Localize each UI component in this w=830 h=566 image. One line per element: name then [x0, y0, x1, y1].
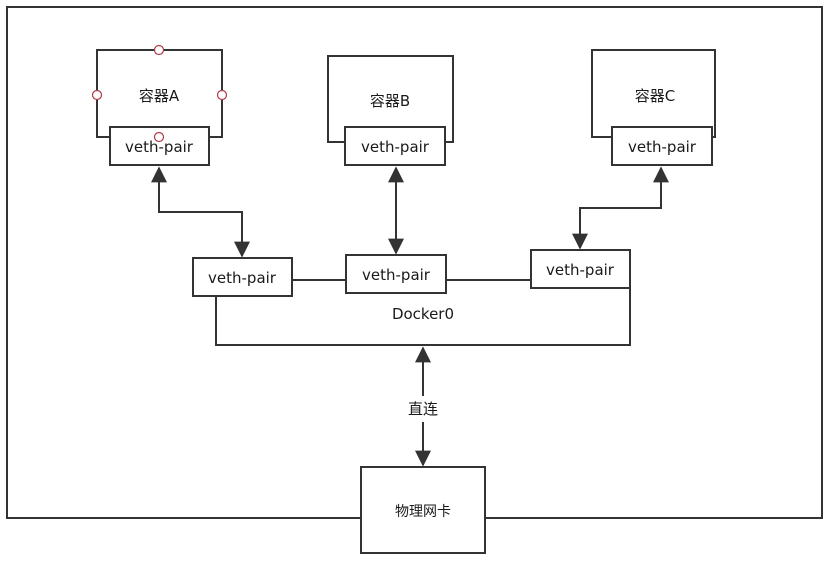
- handle-bottom: [153, 131, 165, 143]
- bridge-veth-2-box: [345, 254, 447, 294]
- direct-link-label: 直连: [408, 400, 438, 418]
- docker0-bridge-outline: [215, 289, 631, 346]
- bridge-veth-3-box: [530, 249, 631, 289]
- container-c-veth-box: [611, 126, 713, 166]
- container-b-veth-label: veth-pair: [361, 138, 430, 156]
- physical-nic-box: [360, 466, 486, 554]
- handle-top: [153, 44, 165, 56]
- container-c-veth-label: veth-pair: [628, 138, 697, 156]
- link-c-arrow: [572, 166, 669, 250]
- container-a: 容器A veth-pair: [91, 44, 228, 166]
- container-a-label: 容器A: [139, 87, 180, 105]
- container-a-veth-label: veth-pair: [125, 138, 194, 156]
- physical-nic-label: 物理网卡: [395, 504, 451, 520]
- container-c-label: 容器C: [635, 87, 675, 105]
- docker0-label: Docker0: [392, 305, 454, 323]
- container-b-box: [327, 55, 454, 143]
- bridge-veth-2-label: veth-pair: [362, 266, 431, 284]
- bridge-veth-1-box: [192, 257, 293, 297]
- container-b: 容器B veth-pair: [327, 55, 454, 166]
- bridge-veth-3-label: veth-pair: [546, 261, 615, 279]
- container-c-box: [591, 49, 716, 138]
- selection-handles: [91, 44, 228, 143]
- link-a-arrow: [151, 166, 250, 258]
- handle-right: [216, 89, 228, 101]
- container-b-label: 容器B: [370, 92, 410, 110]
- container-b-veth-box: [344, 126, 446, 166]
- direct-link-label-bg: [400, 396, 446, 422]
- handle-left: [91, 89, 103, 101]
- bridge-veth-1-label: veth-pair: [208, 269, 277, 287]
- container-c: 容器C veth-pair: [591, 49, 716, 166]
